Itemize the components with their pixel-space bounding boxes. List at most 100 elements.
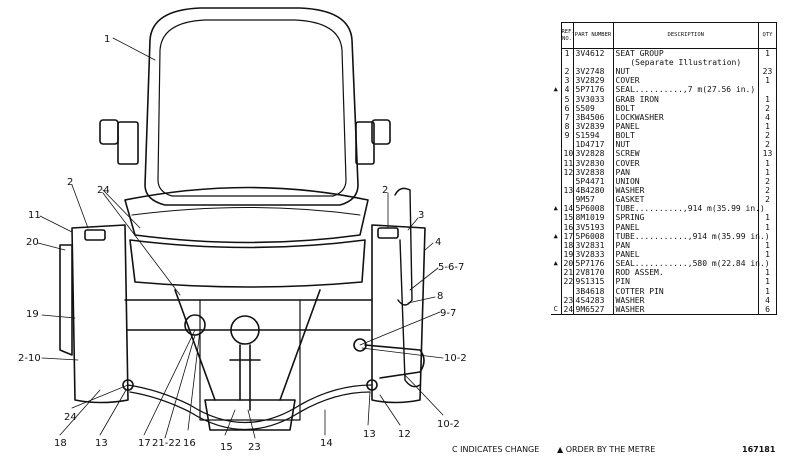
row-part-number: 3V2830 [573,158,614,168]
row-qty [758,58,777,68]
callout-2-right: 2 [382,185,388,196]
row-qty [758,85,777,95]
row-description: COVER [613,76,759,86]
row-part-number: 3V2748 [573,67,614,77]
row-part-number: 4B4280 [573,185,614,196]
table-row: (Separate Illustration) [551,58,777,68]
seat-cushion [124,186,369,288]
header-description: DESCRIPTION [612,22,759,49]
row-description: PANEL [613,222,759,232]
row-part-number: 3B4618 [573,286,614,296]
callout-23: 23 [248,442,261,453]
change-legend: C INDICATES CHANGE [452,445,540,454]
seat-back [144,7,359,206]
row-qty: 2 [758,103,777,113]
row-part-number: 5P7176 [573,259,614,269]
callout-4: 4 [435,237,441,248]
row-part-number: 3V2829 [573,76,614,86]
row-marker [551,49,561,59]
row-description: BOLT [613,103,759,113]
row-part-number: 8M1019 [573,213,614,223]
row-ref-no [560,286,574,296]
row-part-number: 5P6008 [573,204,614,214]
row-qty: 1 [758,277,777,287]
row-ref-no: 17 [560,231,574,241]
leader-lines [37,37,444,439]
row-qty: 1 [758,240,777,250]
header-ref-no: REF. NO. [560,22,575,49]
row-part-number: 9M57 [573,195,614,205]
row-qty: 1 [758,48,777,58]
row-description: WASHER [613,295,759,305]
row-marker [551,186,561,195]
row-ref-no: 12 [560,167,574,177]
row-qty [758,259,777,269]
row-description: SCREW [613,149,759,159]
row-ref-no: 2 [560,67,574,77]
row-part-number: 3V4612 [573,48,614,58]
row-marker [551,250,561,259]
row-ref-no [560,140,574,150]
callout-16: 16 [183,438,196,449]
row-qty: 1 [758,213,777,223]
callout-1: 1 [104,34,110,45]
row-description: WASHER [613,304,759,315]
row-part-number [573,58,614,68]
callout-10-2-lower: 10-2 [437,419,460,430]
callout-5-6-7: 5-6-7 [438,262,464,273]
callout-10-2-upper: 10-2 [444,353,467,364]
row-part-number: 9M6527 [573,304,614,315]
row-marker [551,177,561,186]
row-marker [551,195,561,204]
row-qty: 1 [758,167,777,177]
seat-assembly-diagram: 1 2 11 20 24 2 3 4 5-6-7 8 9-7 19 2-10 1… [18,7,467,453]
callout-21-22: 21-22 [152,438,181,449]
callout-20: 20 [26,237,39,248]
armrest-brackets [99,119,391,165]
row-qty: 1 [758,158,777,168]
row-ref-no: 8 [560,121,574,132]
row-ref-no [560,176,574,186]
header-part-number: PART NUMBER [572,22,614,49]
row-marker [551,95,561,104]
drawing-number: 167181 [742,445,776,454]
callout-9-7: 9-7 [440,308,456,319]
row-ref-no: 1 [560,48,574,58]
row-description: WASHER [613,185,759,196]
row-ref-no: 6 [560,103,574,113]
row-part-number: 5P7176 [573,85,614,95]
row-qty: 2 [758,185,777,196]
row-description: TUBE...........,914 m(35.99 in.) [613,231,770,241]
row-ref-no: 11 [560,158,574,168]
row-part-number: 3V3033 [573,94,614,104]
row-marker [551,113,561,122]
row-marker [551,287,561,296]
row-marker [551,149,561,158]
row-ref-no: 20 [560,259,574,269]
row-marker [551,104,561,113]
row-qty: 1 [758,76,777,86]
row-part-number: 4S4283 [573,295,614,305]
row-qty [758,204,777,214]
row-ref-no: 3 [560,76,574,86]
row-ref-no: 10 [560,149,574,159]
row-description: SEAL...........,580 m(22.84 in.) [613,259,770,269]
row-ref-no: 15 [560,213,574,223]
bottom-tube [127,344,425,431]
row-qty: 1 [758,268,777,278]
callout-11: 11 [28,210,41,221]
side-panels [59,187,426,404]
row-qty: 4 [758,112,777,122]
row-marker [551,277,561,286]
